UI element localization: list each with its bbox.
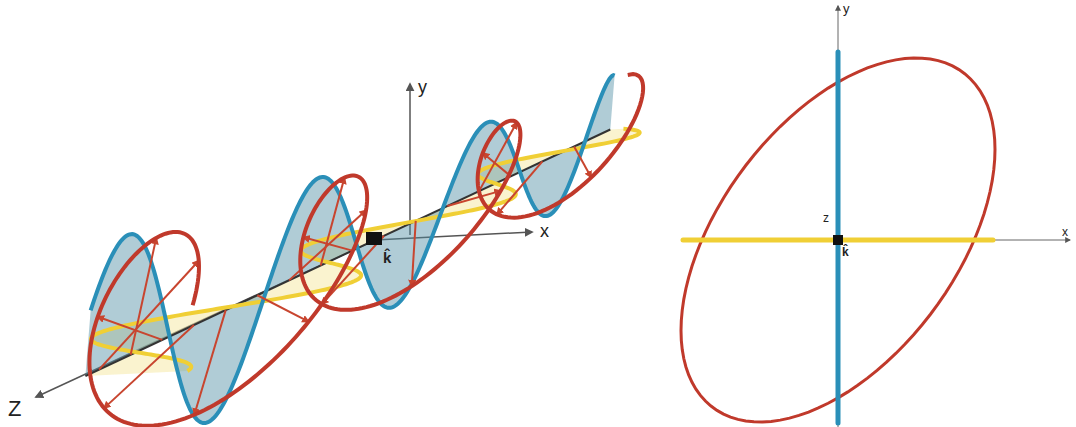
ex-wave: [91, 129, 640, 371]
axis-label: Z: [8, 398, 21, 420]
origin-mark: [833, 235, 843, 245]
wave-3d: [36, 74, 643, 426]
axis-label: y: [418, 78, 427, 96]
field-vector: [104, 325, 194, 408]
field-vector: [257, 295, 308, 321]
y-axis: [409, 84, 411, 235]
y-axis: [838, 6, 839, 427]
propagation-axis: [85, 130, 610, 377]
axis-label: k̂: [383, 250, 391, 265]
field-vector: [412, 221, 416, 286]
axis-label: x: [540, 222, 549, 240]
ey-fill: [85, 75, 614, 423]
polarization-view: [681, 6, 1070, 427]
field-vector: [99, 261, 199, 370]
x-axis: [683, 240, 1070, 241]
field-vector: [321, 178, 345, 266]
axis-label: x: [1062, 226, 1068, 238]
axis-label: k̂: [842, 246, 849, 258]
field-vector: [479, 123, 517, 192]
axis-label: z: [823, 212, 829, 224]
field-vector: [574, 147, 591, 178]
field-vector: [483, 153, 511, 176]
origin-mark: [366, 232, 382, 245]
resultant-wave: [89, 74, 643, 426]
axis-label: y: [843, 2, 850, 15]
